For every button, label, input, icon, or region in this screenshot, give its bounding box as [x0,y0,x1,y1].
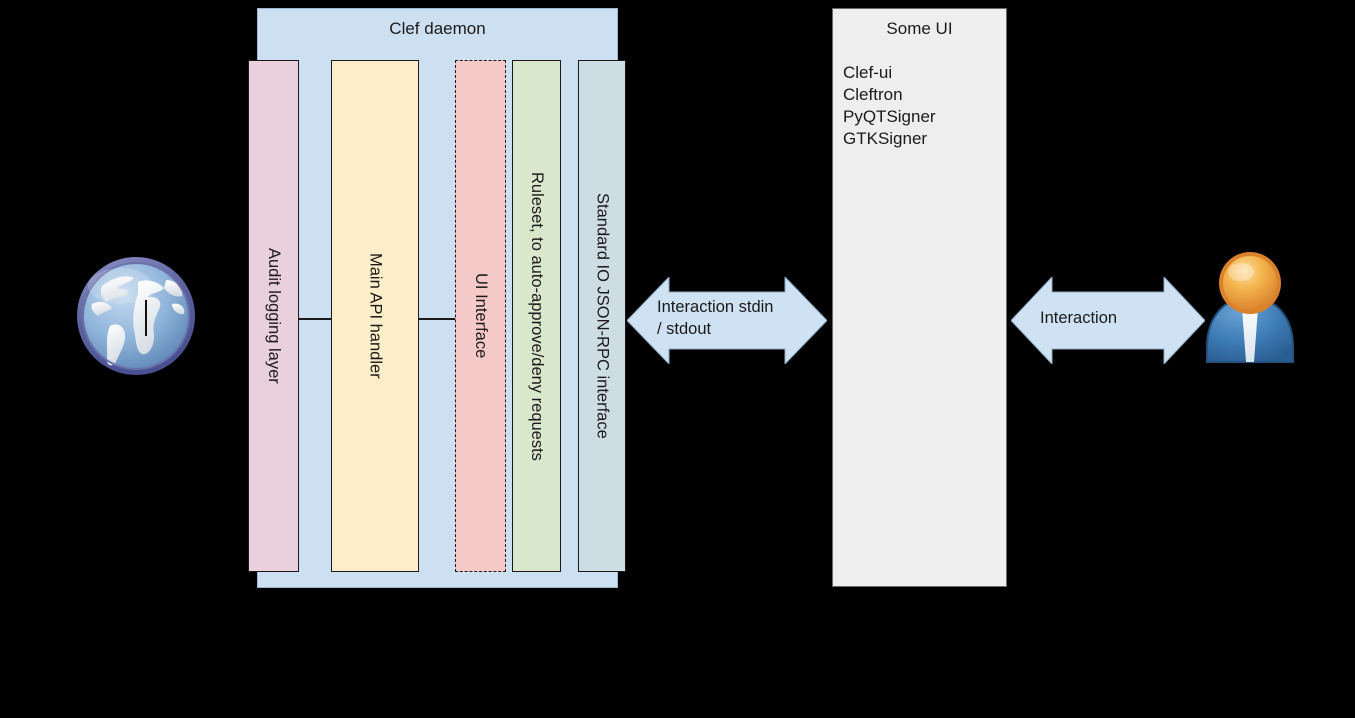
column-ruleset-label: Ruleset, to auto-approve/deny requests [527,171,546,461]
arrow-stdin-stdout-svg [627,277,827,364]
column-ruleset[interactable]: Ruleset, to auto-approve/deny requests [512,60,561,572]
connector-audit-to-api [298,318,332,320]
column-main-api-handler-label: Main API handler [366,253,385,379]
list-item[interactable]: Clef-ui [843,63,893,82]
arrow-stdin-stdout [627,277,827,364]
column-ui-interface[interactable]: UI Interface [455,60,506,572]
arrow-interaction-svg [1011,277,1205,364]
arrow-stdin-stdout-label: Interaction stdin / stdout [657,298,774,338]
user-icon [1200,250,1300,365]
column-audit-logging-layer[interactable]: Audit logging layer [248,60,299,572]
list-item[interactable]: PyQTSigner [843,107,936,126]
some-ui-list: Clef-ui Cleftron PyQTSigner GTKSigner [843,62,936,150]
some-ui-title: Some UI [886,19,953,38]
globe-icon [72,252,200,380]
globe-icon-svg [77,257,195,375]
arrow-interaction-label: Interaction [1040,309,1118,327]
list-item[interactable]: Cleftron [843,85,903,104]
connector-api-to-ui-interface [418,318,456,320]
clef-daemon-container [257,8,618,588]
column-ui-interface-label: UI Interface [471,273,490,359]
some-ui-container [832,8,1007,587]
globe-connector-tick [145,300,147,336]
clef-daemon-title: Clef daemon [389,19,486,38]
column-main-api-handler[interactable]: Main API handler [331,60,419,572]
column-audit-logging-layer-label: Audit logging layer [264,248,283,384]
user-icon-svg [1206,252,1294,363]
column-standard-io-jsonrpc-label: Standard IO JSON-RPC interface [593,193,612,439]
arrow-interaction [1011,277,1205,364]
list-item[interactable]: GTKSigner [843,129,928,148]
column-standard-io-jsonrpc[interactable]: Standard IO JSON-RPC interface [578,60,626,572]
